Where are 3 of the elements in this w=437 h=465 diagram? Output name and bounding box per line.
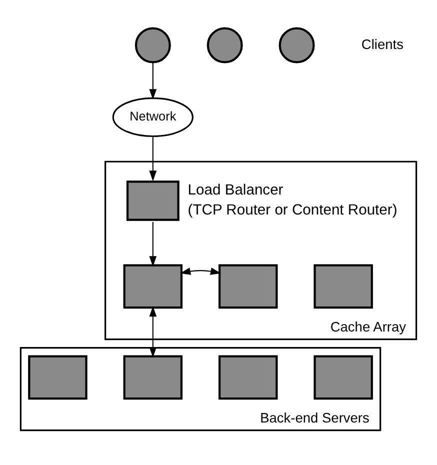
label: Clients xyxy=(361,36,404,52)
node-label: Load Balancer xyxy=(188,182,284,199)
node-label: (TCP Router or Content Router) xyxy=(188,202,398,219)
